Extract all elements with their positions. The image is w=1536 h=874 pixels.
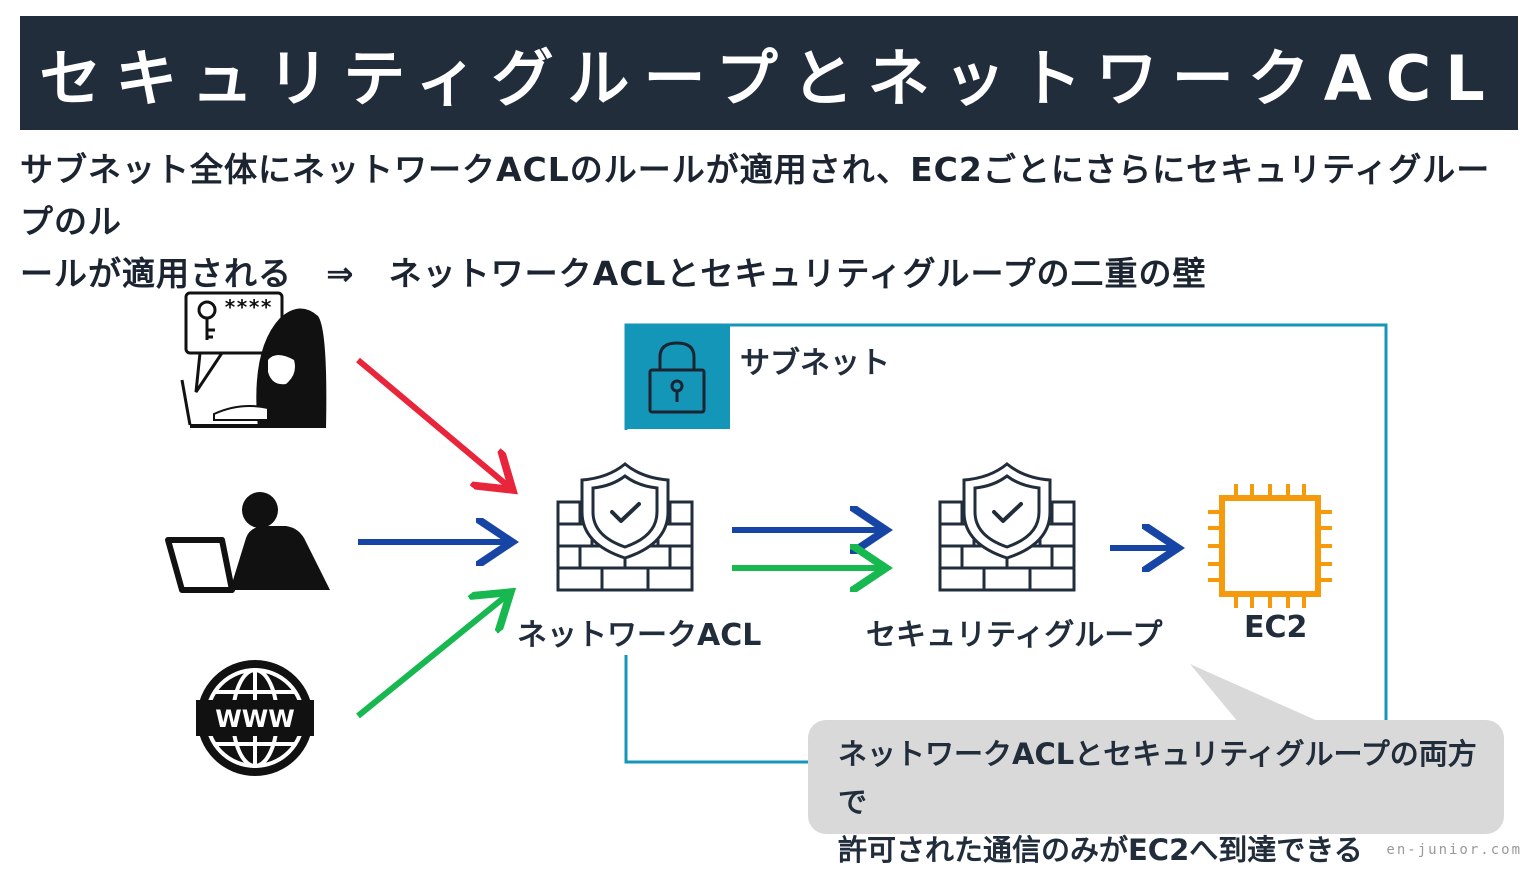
callout-pointer (1190, 664, 1320, 722)
svg-text:****: **** (224, 295, 272, 319)
subnet-label: サブネット (740, 346, 890, 381)
lock-icon (648, 341, 706, 414)
page-title: セキュリティグループとネットワークACL (39, 42, 1499, 115)
sg-firewall-icon (938, 462, 1076, 592)
callout-line-1: ネットワークACLとセキュリティグループの両方で (838, 737, 1477, 819)
nacl-label: ネットワークACL (517, 618, 762, 653)
subnet-frame (624, 323, 1388, 764)
lead-line-2: ールが適用される ⇒ ネットワークACLとセキュリティグループの二重の壁 (20, 254, 1207, 293)
hacker-icon: **** (180, 291, 327, 428)
watermark: en-junior.com (1386, 842, 1522, 858)
lead-text: サブネット全体にネットワークACLのルールが適用され、EC2ごとにさらにセキュリ… (20, 144, 1516, 300)
nacl-firewall-icon (556, 462, 694, 592)
sg-label: セキュリティグループ (866, 618, 1163, 653)
hacker-arrow (356, 357, 508, 486)
www-text: WWW (215, 705, 294, 733)
internet-arrow (356, 596, 506, 719)
callout-text: ネットワークACLとセキュリティグループの両方で 許可された通信のみがEC2へ到… (838, 730, 1498, 874)
callout-line-2: 許可された通信のみがEC2へ到達できる (838, 833, 1363, 867)
globe-icon: WWW (196, 660, 314, 776)
ec2-label: EC2 (1244, 610, 1308, 645)
title-bar: セキュリティグループとネットワークACL (20, 16, 1518, 130)
ec2-chip-icon (1208, 484, 1332, 608)
callout-box (808, 720, 1504, 834)
lead-line-1: サブネット全体にネットワークACLのルールが適用され、EC2ごとにさらにセキュリ… (20, 150, 1491, 241)
user-laptop-icon (165, 492, 330, 593)
